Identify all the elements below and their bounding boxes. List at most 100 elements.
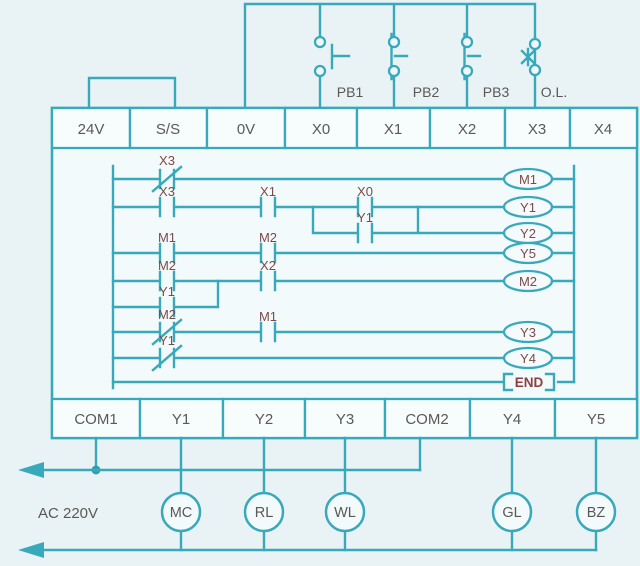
rung6-contact1-label: Y1 xyxy=(159,333,175,348)
ol-terminal-top xyxy=(528,37,542,51)
rung5-contact2-label: M1 xyxy=(259,309,277,324)
terminal-x2-label: X2 xyxy=(458,121,476,138)
terminal-24v-label: 24V xyxy=(78,121,105,138)
terminal-ss-label: S/S xyxy=(156,121,180,138)
rung2-contact1-label: X3 xyxy=(159,184,175,199)
end-bracket-left-icon xyxy=(502,372,514,392)
ac-line-top-arrow-icon xyxy=(18,462,44,478)
terminal-x0-label: X0 xyxy=(312,121,330,138)
ladder-diagram: X3 M1 X3 X1 X0 Y1 Y1 Y2 M1 M2 Y5 xyxy=(111,153,576,392)
pb1-terminal-bottom xyxy=(313,64,327,78)
terminal-y5-label: Y5 xyxy=(587,411,605,428)
rl-red-lamp xyxy=(243,491,285,533)
terminal-x2 xyxy=(428,106,507,150)
terminal-y2-label: Y2 xyxy=(255,411,273,428)
rung1-contact-label: X3 xyxy=(159,153,175,168)
terminal-y4-label: Y4 xyxy=(503,411,521,428)
rung4-contact1-label: M2 xyxy=(158,258,176,273)
bz-label: BZ xyxy=(587,505,606,521)
ac-voltage-label: AC 220V xyxy=(38,505,98,522)
wl-white-lamp xyxy=(324,491,366,533)
pb1-no-actuator-icon xyxy=(330,43,351,70)
pb2-terminal-top xyxy=(387,35,401,49)
pb1-terminal-top xyxy=(313,35,327,49)
rung3-contact1-label: M1 xyxy=(158,230,176,245)
terminal-com2-label: COM2 xyxy=(405,411,448,428)
sensor-supply-jumper-wire xyxy=(87,76,177,109)
ol-label: O.L. xyxy=(541,84,567,100)
rung2-parallel-label: Y1 xyxy=(357,210,373,225)
terminal-x0 xyxy=(283,106,359,150)
gl-label: GL xyxy=(502,505,521,521)
ladder-rung-end: END xyxy=(111,372,576,392)
coil-m2 xyxy=(502,269,554,293)
coil-y3 xyxy=(502,320,554,344)
pb3-terminal-top xyxy=(460,35,474,49)
ol-asterisk-icon xyxy=(520,47,536,67)
top-bus-wire xyxy=(243,2,537,110)
terminal-y3-label: Y3 xyxy=(336,411,354,428)
ac-supply-wiring: AC 220V xyxy=(18,436,598,558)
rung3-contact2-label: M2 xyxy=(259,230,277,245)
terminal-x1 xyxy=(355,106,432,150)
rl-label: RL xyxy=(255,505,274,521)
pushbutton-pb3: PB3 xyxy=(460,32,510,110)
coil-m2-label: M2 xyxy=(519,274,537,289)
bottom-terminal-strip: COM1 Y1 Y2 Y3 COM2 Y4 Y5 xyxy=(50,397,639,440)
rung5-contact1-label: M2 xyxy=(158,307,176,322)
ladder-rung-1: X3 M1 xyxy=(111,153,576,193)
terminal-x4-label: X4 xyxy=(594,121,612,138)
output-device-wl: WL xyxy=(324,436,366,552)
ladder-rung-6: Y1 Y4 xyxy=(111,333,576,372)
coil-y5-label: Y5 xyxy=(520,246,536,261)
input-supply-bus xyxy=(243,2,537,110)
rung2-contact3-label: X0 xyxy=(357,184,373,199)
terminal-0v xyxy=(205,106,287,150)
wl-label: WL xyxy=(334,505,356,521)
coil-y1 xyxy=(502,195,554,219)
ladder-rung-2: X3 X1 X0 Y1 Y1 Y2 xyxy=(111,184,576,245)
rung5-nc-slash xyxy=(151,318,183,346)
output-device-rl: RL xyxy=(243,436,285,552)
terminal-ss xyxy=(128,106,209,150)
terminal-x3-label: X3 xyxy=(528,121,546,138)
output-device-mc: MC xyxy=(160,436,202,552)
coil-y2-label: Y2 xyxy=(520,226,536,241)
mc-contactor-coil xyxy=(160,491,202,533)
ladder-rung-5: M2 M1 Y3 xyxy=(111,307,576,346)
coil-y1-label: Y1 xyxy=(520,200,536,215)
coil-y4-label: Y4 xyxy=(520,351,536,366)
rung2-wire xyxy=(111,196,576,218)
rung1-wire xyxy=(111,168,576,190)
ol-terminal-bottom xyxy=(528,63,542,77)
end-instruction-label: END xyxy=(515,375,544,390)
coil-m1 xyxy=(502,167,554,191)
pb2-label: PB2 xyxy=(413,84,440,100)
terminal-com1-label: COM1 xyxy=(74,411,117,428)
pb3-terminal-bottom xyxy=(460,64,474,78)
gl-green-lamp xyxy=(491,491,533,533)
ladder-rung-4: M2 X2 Y1 M2 xyxy=(111,258,576,318)
pb3-label: PB3 xyxy=(483,84,510,100)
top-terminal-strip: 24V S/S 0V X0 X1 X2 X3 X4 xyxy=(50,106,639,150)
pb2-terminal-bottom xyxy=(387,64,401,78)
pb1-label: PB1 xyxy=(337,84,364,100)
rung4-parallel-label: Y1 xyxy=(159,284,175,299)
output-device-gl: GL xyxy=(491,436,533,552)
rung2-branch-wire xyxy=(311,205,506,244)
terminal-0v-label: 0V xyxy=(237,121,255,138)
coil-y5 xyxy=(502,241,554,265)
rung4-branch-wire xyxy=(111,279,220,318)
terminal-x3 xyxy=(503,106,572,150)
rung3-wire xyxy=(111,242,576,264)
overload-contact-ol: O.L. xyxy=(520,36,567,110)
rung4-contact2-label: X2 xyxy=(260,258,276,273)
rung5-wire xyxy=(111,321,576,343)
ac-line-bottom-arrow-icon xyxy=(18,542,44,558)
mc-label: MC xyxy=(170,505,193,521)
coil-m1-label: M1 xyxy=(519,172,537,187)
terminal-y1-label: Y1 xyxy=(172,411,190,428)
rung6-wire xyxy=(111,347,576,369)
